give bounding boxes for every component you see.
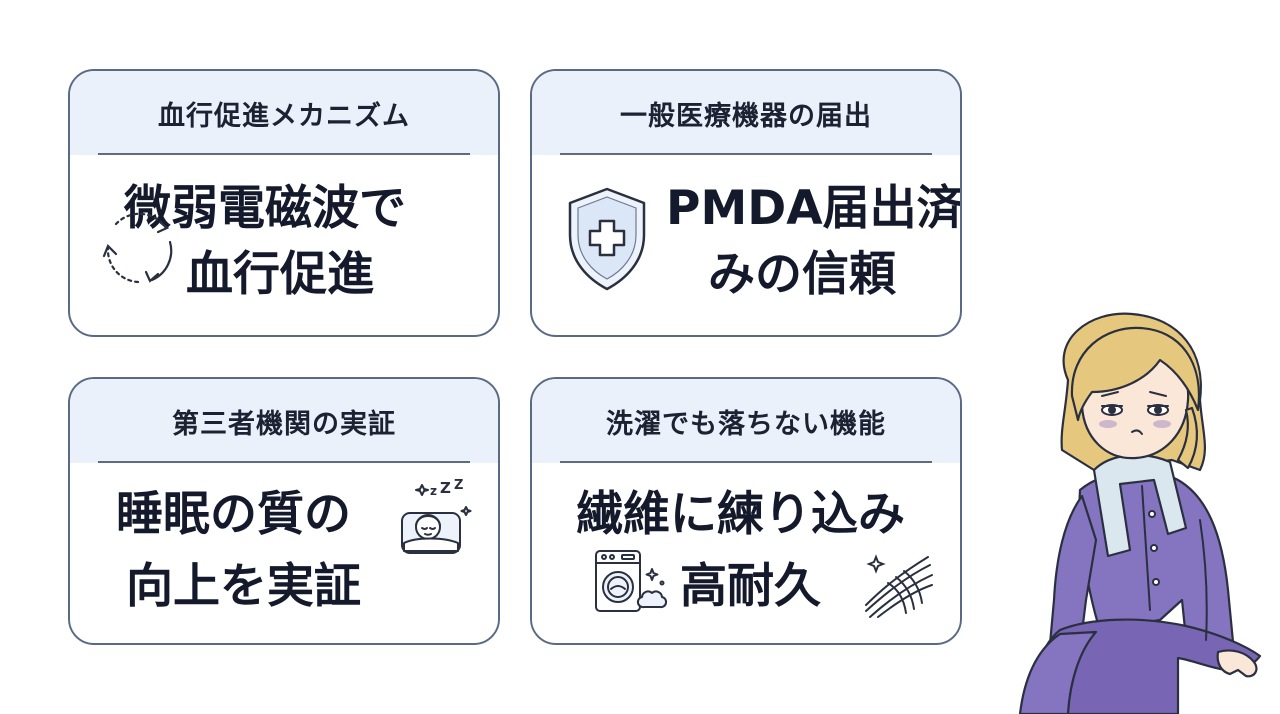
card-header <box>532 71 960 155</box>
divider <box>98 153 470 155</box>
fiber-strands-icon <box>865 554 933 618</box>
card-medical-device-notification: 一般医療機器の届出 PMDA届出済 みの信頼 <box>530 69 962 337</box>
card-main-line-1: PMDA届出済 <box>666 181 962 236</box>
medical-shield-icon <box>568 187 646 291</box>
divider <box>560 461 932 463</box>
card-title: 第三者機関の実証 <box>172 408 396 440</box>
card-title: 一般医療機器の届出 <box>620 100 872 132</box>
svg-text:Z: Z <box>454 479 463 493</box>
divider <box>560 153 932 155</box>
card-title: 血行促進メカニズム <box>158 100 410 132</box>
svg-text:z: z <box>430 484 437 498</box>
card-wash-resistant-function: 洗濯でも落ちない機能 繊維に練り込み 高耐久 <box>530 377 962 645</box>
card-main-line-2: 高耐久 <box>680 559 821 614</box>
card-title: 洗濯でも落ちない機能 <box>606 408 886 440</box>
card-header <box>70 379 498 463</box>
card-main-line-1: 微弱電磁波で <box>124 181 406 236</box>
card-main-line-2: 血行促進 <box>186 247 374 302</box>
card-main-line-1: 繊維に練り込み <box>576 487 905 542</box>
washing-machine-icon <box>595 550 668 612</box>
card-third-party-verification: 第三者機関の実証 睡眠の質の 向上を実証 z Z Z <box>68 377 500 645</box>
card-main-line-1: 睡眠の質の <box>116 487 351 542</box>
card-header <box>532 379 960 463</box>
card-header <box>70 71 498 155</box>
card-main-line-2: みの信頼 <box>708 247 896 302</box>
card-main-line-2: 向上を実証 <box>126 559 361 614</box>
card-blood-flow-mechanism: 血行促進メカニズム 微弱電磁波で 血行促進 <box>68 69 500 337</box>
circular-arrows-icon <box>102 212 173 284</box>
svg-text:Z: Z <box>440 479 451 497</box>
sleeping-person-icon: z Z Z <box>401 479 472 554</box>
tired-woman-illustration <box>1018 312 1262 714</box>
divider <box>98 461 470 463</box>
